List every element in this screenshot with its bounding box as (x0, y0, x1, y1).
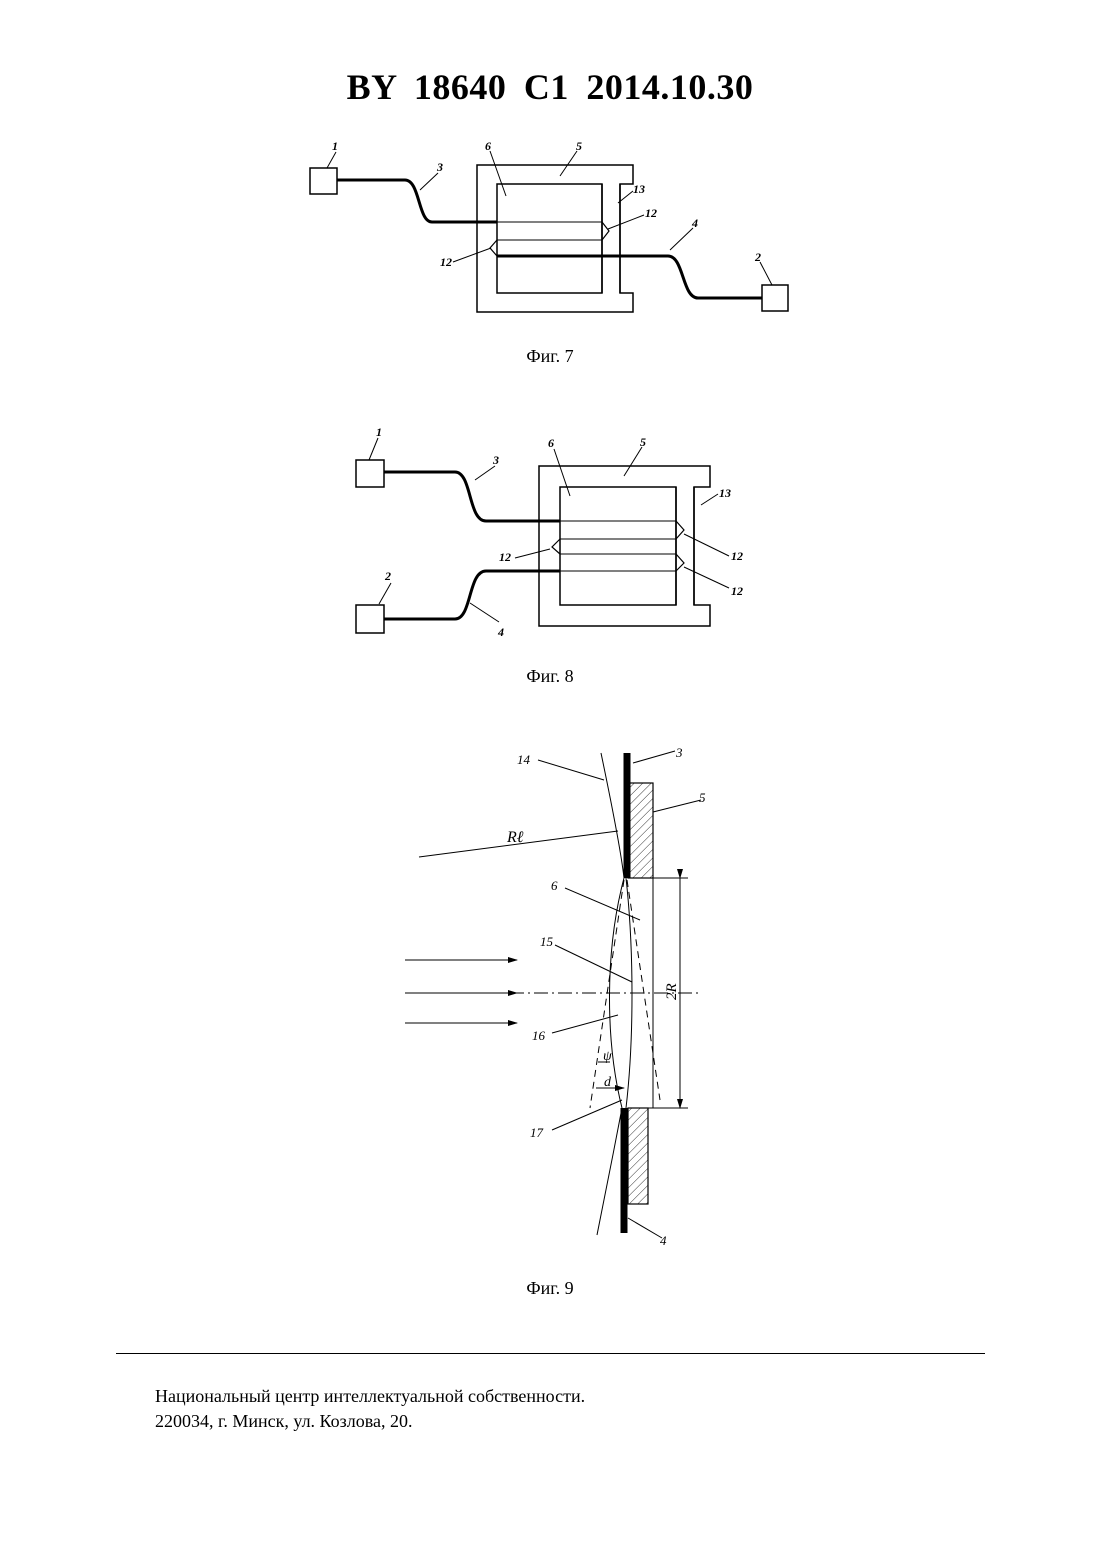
fig9-label-2r: 2R (664, 983, 680, 1000)
fig9-label-16: 16 (532, 1028, 546, 1043)
fig9-label-5: 5 (699, 790, 706, 805)
footer: Национальный центр интеллектуальной собс… (155, 1384, 585, 1434)
fig9-label-4: 4 (660, 1233, 667, 1248)
fig9-label-17: 17 (530, 1125, 544, 1140)
fig9-label-rl: Rℓ (506, 829, 524, 846)
fig9-label-3: 3 (675, 745, 683, 760)
fig9-label-15: 15 (540, 934, 554, 949)
figure-9-diagram: 14 3 5 Rℓ 6 15 16 17 4 ψ d 2R (0, 0, 1100, 1260)
footer-line-1: Национальный центр интеллектуальной собс… (155, 1384, 585, 1409)
footer-divider (116, 1353, 985, 1354)
figure-9-caption: Фиг. 9 (0, 1278, 1100, 1299)
fig9-label-d: d (604, 1075, 612, 1090)
footer-line-2: 220034, г. Минск, ул. Козлова, 20. (155, 1409, 585, 1434)
fig9-label-14: 14 (517, 752, 531, 767)
fig9-label-6: 6 (551, 878, 558, 893)
fig9-holder-top (628, 783, 653, 878)
fig9-holder-bottom (628, 1108, 648, 1204)
fig9-label-psi: ψ (603, 1049, 612, 1064)
